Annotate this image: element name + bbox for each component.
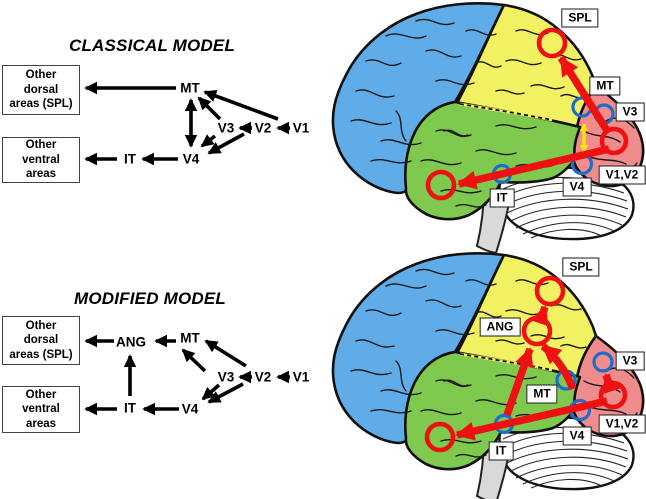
classical-flow-arrows — [84, 81, 290, 166]
modified-flow-arrows — [84, 334, 290, 416]
node-v4-modified: V4 — [181, 401, 199, 417]
node-mt-classical: MT — [180, 80, 200, 96]
node-v1-classical: V1 — [292, 120, 310, 136]
modified-model-title: MODIFIED MODEL — [73, 289, 227, 308]
v3-circle-bottom — [592, 351, 614, 373]
brain-label-ang-bottom: ANG — [479, 317, 521, 337]
brain-label-it-top: IT — [489, 188, 515, 208]
classical-model-title: CLASSICAL MODEL — [68, 36, 236, 55]
brain-label-it-bottom: IT — [488, 441, 514, 461]
node-v3-modified: V3 — [217, 369, 235, 385]
node-v2-modified: V2 — [254, 369, 272, 385]
node-it-classical: IT — [124, 151, 136, 167]
brain-illustration-top — [331, 1, 645, 255]
spl-circle-top — [536, 27, 568, 59]
temporal-pole-circle-bottom — [424, 421, 456, 453]
it-ang-arrow — [503, 347, 534, 417]
brain-label-v4-top: V4 — [562, 177, 592, 197]
node-ang-modified: ANG — [116, 334, 146, 350]
brain-bottom-overlay — [424, 275, 628, 453]
node-v3-classical: V3 — [217, 120, 235, 136]
brain-label-spl-bottom: SPL — [562, 257, 600, 277]
brain-label-v1v2-top: V1,V2 — [598, 165, 646, 185]
spl-circle-bottom — [534, 275, 566, 307]
node-it-modified: IT — [124, 400, 136, 416]
node-mt-modified: MT — [180, 330, 200, 346]
brain-label-v4-bottom: V4 — [562, 426, 592, 446]
ventral-areas-box-modified: Other ventral areas — [2, 386, 80, 433]
mt-ang-arrow — [540, 343, 577, 391]
v1v2-circle-bottom — [598, 380, 628, 410]
brain-label-v1v2-bottom: V1,V2 — [598, 414, 646, 434]
brain-label-spl-top: SPL — [561, 8, 599, 28]
ventral-pathway-arrow-bottom — [455, 397, 608, 441]
ang-circle-bottom — [521, 315, 553, 347]
brain-label-v3-bottom: V3 — [615, 351, 645, 371]
temporal-pole-circle-top — [425, 169, 457, 201]
node-v1-modified: V1 — [292, 369, 310, 385]
v1v2-circle-top — [599, 126, 629, 156]
dorsal-areas-box-modified: Other dorsal areas (SPL) — [2, 316, 80, 365]
ventral-areas-box-classical: Other ventral areas — [2, 137, 80, 183]
brain-label-mt-bottom: MT — [526, 384, 558, 404]
dorsal-pathway-arrow-top — [557, 55, 612, 135]
node-v2-classical: V2 — [254, 120, 272, 136]
brain-top-overlay — [425, 27, 629, 201]
ventral-pathway-arrow-top — [457, 145, 610, 190]
dorsal-areas-box-classical: Other dorsal areas (SPL) — [2, 65, 80, 115]
brain-illustration-bottom — [331, 251, 645, 499]
brain-label-v3-top: V3 — [615, 102, 645, 122]
brain-label-mt-top: MT — [589, 76, 621, 96]
node-v4-classical: V4 — [182, 151, 200, 167]
